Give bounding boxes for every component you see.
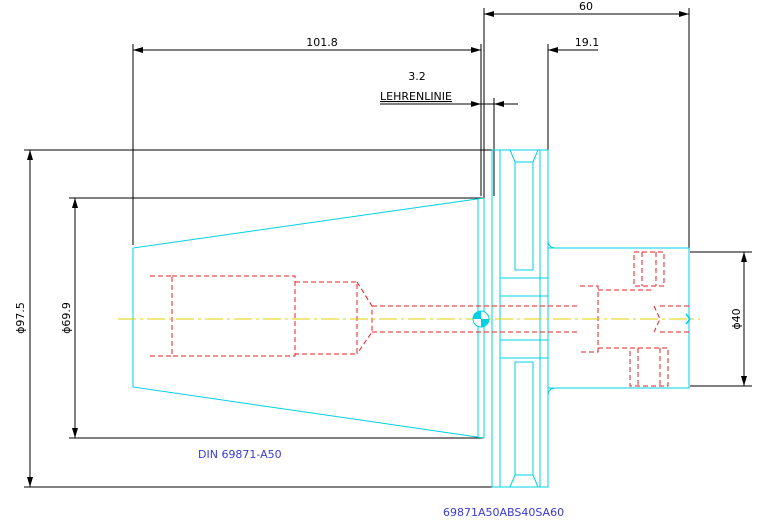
dimension-lines [24, 8, 752, 488]
dimension-arrows [27, 11, 747, 487]
gauge-line-label: LEHRENLINIE [380, 90, 452, 103]
part-number: 69871A50ABS40SA60 [443, 506, 564, 519]
dim-flange-width: 19.1 [575, 36, 600, 49]
dim-taper-length: 101.8 [306, 36, 338, 49]
gauge-point-marker [472, 310, 490, 328]
dim-gauge-offset: 3.2 [408, 70, 426, 83]
dim-shank-diameter: ϕ40 [730, 308, 743, 329]
dim-taper-diameter: ϕ69.9 [60, 302, 73, 334]
standard-label: DIN 69871-A50 [198, 448, 282, 461]
dim-flange-diameter: ϕ97.5 [14, 302, 27, 334]
end-marker-icon [685, 313, 691, 325]
dim-overall-length: 60 [579, 0, 593, 13]
